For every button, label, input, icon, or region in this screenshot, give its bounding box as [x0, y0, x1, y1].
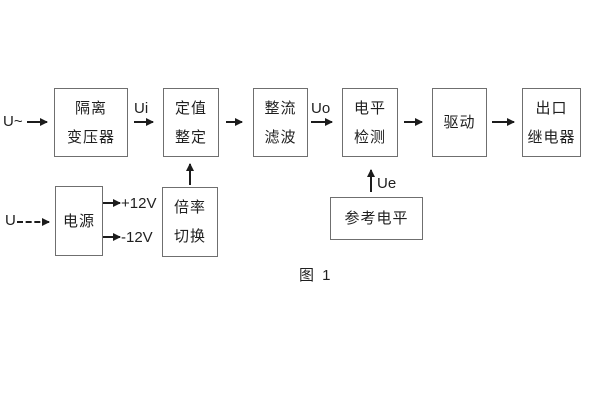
block-rectifier-filter: 整流 滤波: [253, 88, 308, 157]
block-ratio-switch: 倍率 切换: [162, 187, 218, 257]
block-label-line: 参考电平: [344, 210, 409, 227]
arrow-reference-to-level: [367, 169, 375, 192]
block-output-relay: 出口 继电器: [522, 88, 581, 157]
arrow-ratio-to-setting: [186, 163, 194, 185]
arrow-ac-to-isolation: [27, 118, 48, 126]
block-label-line: 检测: [353, 128, 386, 146]
arrow-dc-to-power: [17, 218, 50, 226]
label-plus12v: +12V: [121, 195, 157, 212]
block-isolation-transformer: 隔离 变压器: [54, 88, 128, 157]
block-setting-adjustment: 定值 整定: [163, 88, 219, 157]
block-level-detection: 电平 检测: [342, 88, 398, 157]
block-label-line: 出口: [535, 99, 568, 117]
arrow-isolation-to-setting: [134, 118, 154, 126]
block-label-line: 滤波: [264, 128, 297, 146]
label-dc-input: U: [5, 212, 16, 229]
arrow-rectifier-to-level: [311, 118, 333, 126]
label-minus12v: -12V: [121, 229, 153, 246]
block-reference-level: 参考电平: [330, 197, 423, 240]
block-label-line: 继电器: [527, 128, 576, 146]
block-power-supply: 电源: [55, 186, 103, 256]
block-label-line: 整定: [174, 128, 207, 146]
arrow-level-to-driver: [404, 118, 423, 126]
label-ac-input: U~: [3, 113, 23, 130]
figure-caption: 图 1: [299, 267, 333, 284]
block-label-line: 切换: [173, 228, 206, 245]
block-label-line: 变压器: [66, 128, 115, 146]
block-label-line: 电源: [62, 212, 95, 230]
block-label-line: 整流: [264, 99, 297, 117]
block-label-line: 倍率: [173, 199, 206, 216]
label-signal-ue: Ue: [377, 175, 397, 192]
arrow-power-plus12: [103, 199, 121, 207]
block-label-line: 电平: [353, 99, 386, 117]
label-signal-uo: Uo: [311, 100, 331, 117]
arrow-setting-to-rectifier: [226, 118, 243, 126]
arrow-power-minus12: [103, 233, 121, 241]
label-signal-ui: Ui: [134, 100, 149, 117]
block-label-line: 定值: [174, 99, 207, 117]
block-driver: 驱动: [432, 88, 487, 157]
arrow-driver-to-relay: [492, 118, 515, 126]
block-label-line: 隔离: [74, 99, 107, 117]
block-label-line: 驱动: [443, 114, 476, 131]
